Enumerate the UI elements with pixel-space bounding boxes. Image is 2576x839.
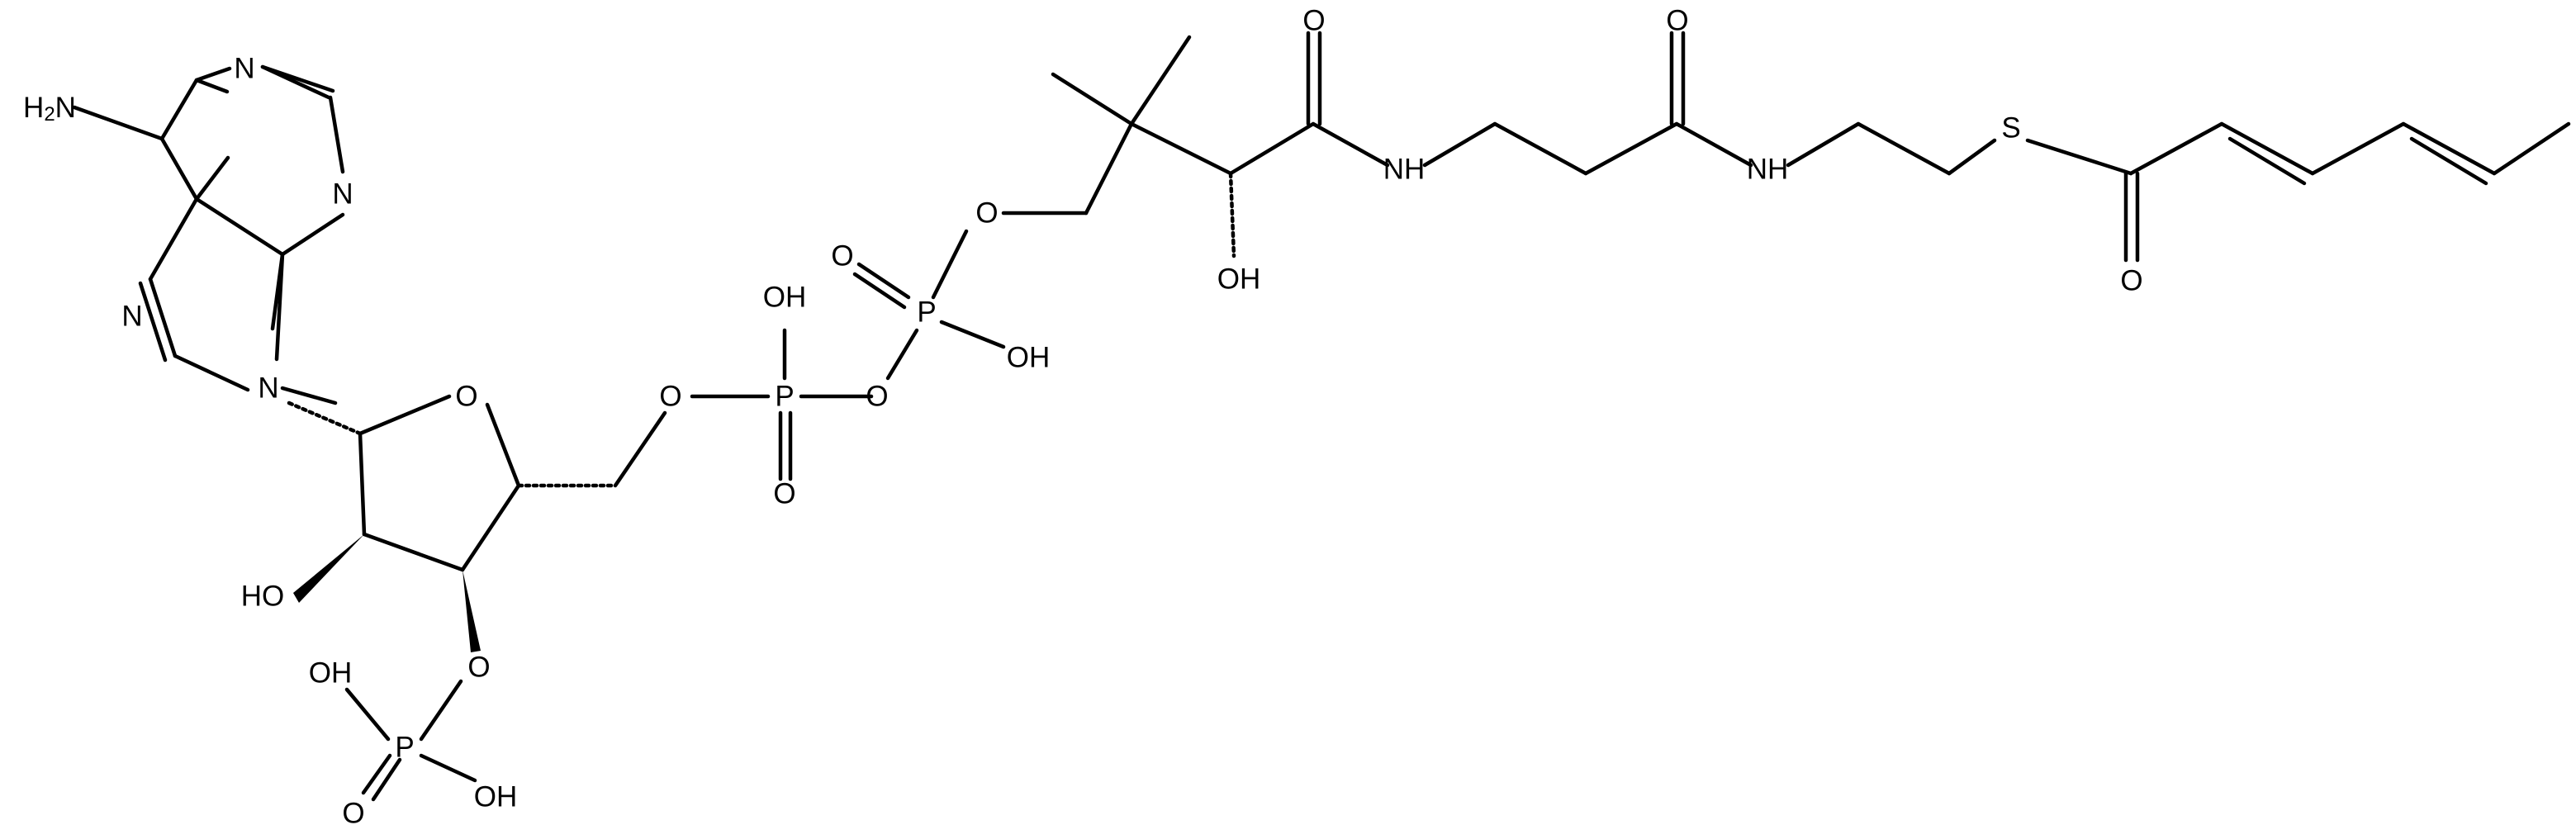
n9-label: N (258, 372, 278, 405)
phosphorus-1-label: P (775, 381, 794, 413)
amide1-oxygen-label: O (1302, 5, 1325, 37)
p1-double-oxygen-label: O (773, 478, 795, 510)
atom-labels: H2N N N N N O O P OH O O P O OH O HO O P… (23, 5, 2143, 830)
p3-hydroxyl-bottom-label: OH (474, 781, 518, 813)
p3-hydroxyl-top-label: OH (309, 657, 353, 690)
n1-label: N (234, 53, 254, 85)
p1-bridge-oxygen-label: O (866, 381, 888, 413)
phosphorus-2-label: P (917, 296, 936, 329)
hydroxyl-2prime-label: HO (241, 581, 285, 613)
p2-ester-oxygen-label: O (975, 197, 998, 230)
n7-label: N (121, 301, 142, 333)
phosphorus-3-label: P (395, 732, 414, 764)
amino-label: H2N (23, 92, 76, 126)
p2-double-oxygen-label: O (831, 240, 853, 273)
bond-lines (72, 31, 2571, 802)
thioester-oxygen-label: O (2120, 265, 2142, 297)
o5-label: O (659, 381, 681, 413)
amide2-oxygen-label: O (1666, 5, 1688, 37)
amide1-nh-label: NH (1383, 154, 1426, 186)
ring-oxygen-label: O (455, 381, 477, 413)
p1-hydroxyl-label: OH (763, 282, 807, 314)
o3prime-label: O (467, 652, 490, 684)
amide2-nh-label: NH (1747, 154, 1789, 186)
n3-label: N (332, 178, 353, 211)
p2-hydroxyl-label: OH (1007, 342, 1051, 374)
pantoate-hydroxyl-label: OH (1217, 263, 1261, 296)
p3-double-oxygen-label: O (342, 798, 364, 830)
sulfur-label: S (2001, 112, 2020, 145)
